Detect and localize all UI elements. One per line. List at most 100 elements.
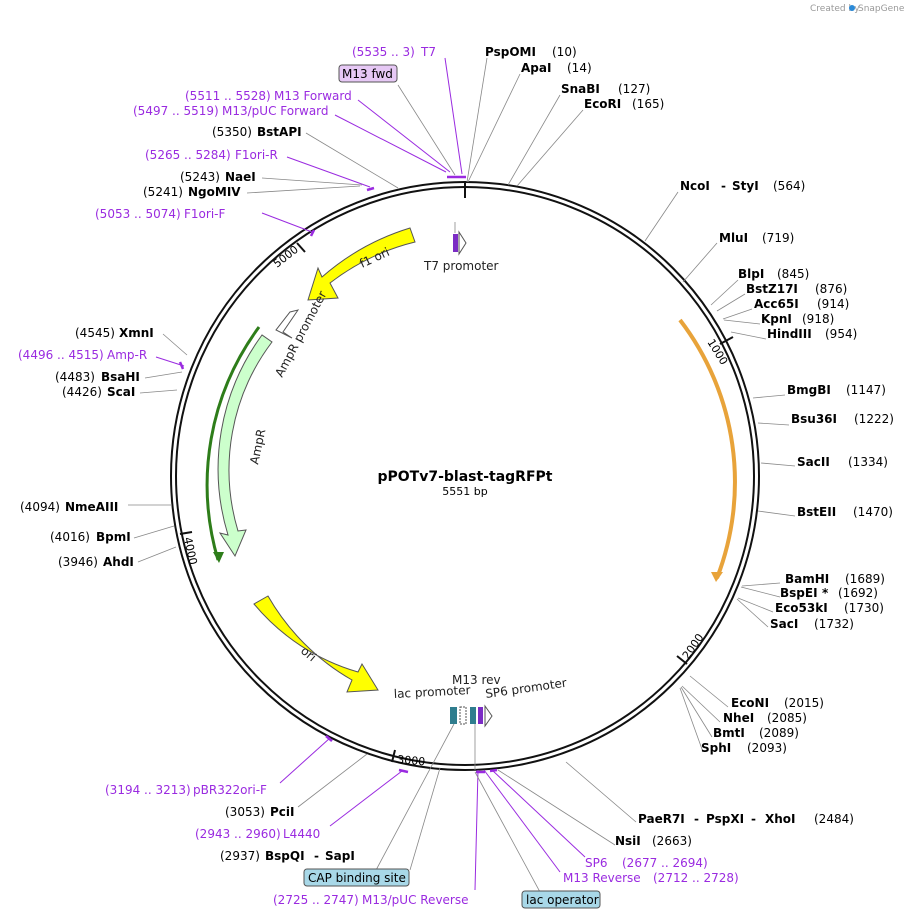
enzyme-name: HindIII [767, 327, 812, 341]
tick-label-5000: 5000 [271, 243, 301, 270]
enzyme-pos: (5350) [212, 125, 252, 139]
enzyme-name-3: XhoI [765, 812, 796, 826]
plasmid-name: pPOTv7-blast-tagRFPt [378, 469, 553, 485]
enzyme-name: BstAPI [257, 125, 302, 139]
enzyme-pos: (845) [777, 267, 809, 281]
enzyme-name: BamHI [785, 572, 829, 586]
enzyme-pos: (10) [552, 45, 577, 59]
enzyme-sep: - [721, 179, 726, 193]
enzyme-pos: (914) [817, 297, 849, 311]
primer-name: pBR322ori-F [193, 783, 267, 797]
enzyme-name: NheI [723, 711, 754, 725]
enzyme-pos: (2089) [759, 726, 799, 740]
enzyme-pos: (564) [773, 179, 805, 193]
t7-promoter-label: T7 promoter [423, 259, 499, 273]
enzyme-pos: (1222) [854, 412, 894, 426]
enzyme-pos: (876) [815, 282, 847, 296]
tick-label-2000: 2000 [680, 631, 707, 661]
t7-primer-mark [453, 234, 458, 252]
enzyme-labels-left: (5350) BstAPI (5243) NaeI (5241) NgoMIV … [20, 125, 355, 863]
primer-name: M13 Reverse [563, 871, 641, 885]
enzyme-pos: (5241) [143, 185, 183, 199]
enzyme-pos: (2015) [784, 696, 824, 710]
enzyme-name: PaeR7I [638, 812, 685, 826]
enzyme-name: MluI [719, 231, 748, 245]
primer-labels: (5535 .. 3) T7 (5511 .. 5528) M13 Forwar… [18, 45, 739, 907]
ampr-label: AmpR [247, 428, 268, 466]
ampr-promoter-label: AmpR promoter [272, 289, 329, 380]
enzyme-name: PspOMI [485, 45, 536, 59]
enzyme-name: Eco53kI [775, 601, 828, 615]
primer-range: (5497 .. 5519) [133, 104, 219, 118]
primer-range: (2725 .. 2747) [273, 893, 359, 907]
enzyme-name: EcoNI [731, 696, 769, 710]
cap-leader [374, 723, 455, 873]
sp6-promoter-arrow [484, 704, 493, 728]
primer-range: (2943 .. 2960) [195, 827, 281, 841]
enzyme-name: AhdI [103, 555, 134, 569]
enzyme-pos: (1147) [846, 383, 886, 397]
enzyme-name-2: SapI [325, 849, 355, 863]
enzyme-pos: (4545) [75, 326, 115, 340]
tick-1000 [719, 336, 734, 345]
ori-arrow [253, 595, 379, 693]
enzyme-pos: (918) [802, 312, 834, 326]
m13-rev-mark [478, 707, 483, 724]
credit-brand: SnapGene [858, 4, 905, 14]
enzyme-pos: (4094) [20, 500, 60, 514]
orange-feature-arrowhead [711, 572, 723, 582]
enzyme-pos: (5243) [180, 170, 220, 184]
primer-range: (5265 .. 5284) [145, 148, 231, 162]
enzyme-name: SphI [701, 741, 731, 755]
tick-2000 [676, 655, 688, 665]
enzyme-sep: - [314, 849, 319, 863]
primer-name: F1ori-F [184, 207, 225, 221]
lac-promoter-arrow [459, 706, 467, 725]
enzyme-name: NaeI [225, 170, 256, 184]
lac-operator-box [521, 890, 601, 909]
m13-fwd-leader [397, 84, 456, 176]
enzyme-name: Bsu36I [791, 412, 837, 426]
primer-name: T7 [420, 45, 436, 59]
enzyme-pos: (1730) [844, 601, 884, 615]
enzyme-pos: (3053) [225, 805, 265, 819]
m13-fwd-box [338, 64, 398, 83]
enzyme-name: PciI [270, 805, 295, 819]
enzyme-pos: (127) [618, 82, 650, 96]
enzyme-name: NgoMIV [188, 185, 241, 199]
primer-range: (4496 .. 4515) [18, 348, 104, 362]
primer-name: F1ori-R [235, 148, 278, 162]
lac-operator-mark [470, 707, 476, 724]
enzyme-name: XmnI [119, 326, 154, 340]
primer-marks [178, 175, 498, 774]
enzyme-name: Acc65I [754, 297, 799, 311]
enzyme-name: ScaI [107, 385, 135, 399]
green-feature-arc [205, 326, 261, 561]
enzyme-name: NcoI [680, 179, 710, 193]
t7-promoter-arrow [458, 230, 467, 256]
enzyme-pos: (2663) [652, 834, 692, 848]
green-feature-arrowhead [213, 552, 224, 563]
enzyme-leaders-left [128, 132, 441, 871]
tick-3000 [391, 749, 396, 763]
enzyme-labels-right: PspOMI (10) ApaI (14) SnaBI (127) EcoRI … [485, 45, 894, 848]
tick-5000 [296, 242, 306, 253]
enzyme-name: ApaI [521, 61, 551, 75]
enzyme-name-2: PspXI [706, 812, 744, 826]
enzyme-name: BspQI [265, 849, 305, 863]
primer-range: (5511 .. 5528) [185, 89, 271, 103]
ampr-promoter-arrow [275, 309, 300, 339]
enzyme-name: BsaHI [101, 370, 140, 384]
snapgene-logo-icon [849, 5, 855, 11]
enzyme-name: NsiI [615, 834, 641, 848]
enzyme-pos: (4016) [50, 530, 90, 544]
enzyme-name: BstEII [797, 505, 836, 519]
enzyme-name: BlpI [738, 267, 764, 281]
cap-binding-mark [450, 707, 457, 724]
enzyme-pos: (3946) [58, 555, 98, 569]
enzyme-name: BmgBI [787, 383, 831, 397]
enzyme-leaders-right [466, 57, 796, 846]
enzyme-pos: (165) [632, 97, 664, 111]
tick-label-3000: 3000 [397, 753, 426, 768]
primer-name: Amp-R [107, 348, 147, 362]
